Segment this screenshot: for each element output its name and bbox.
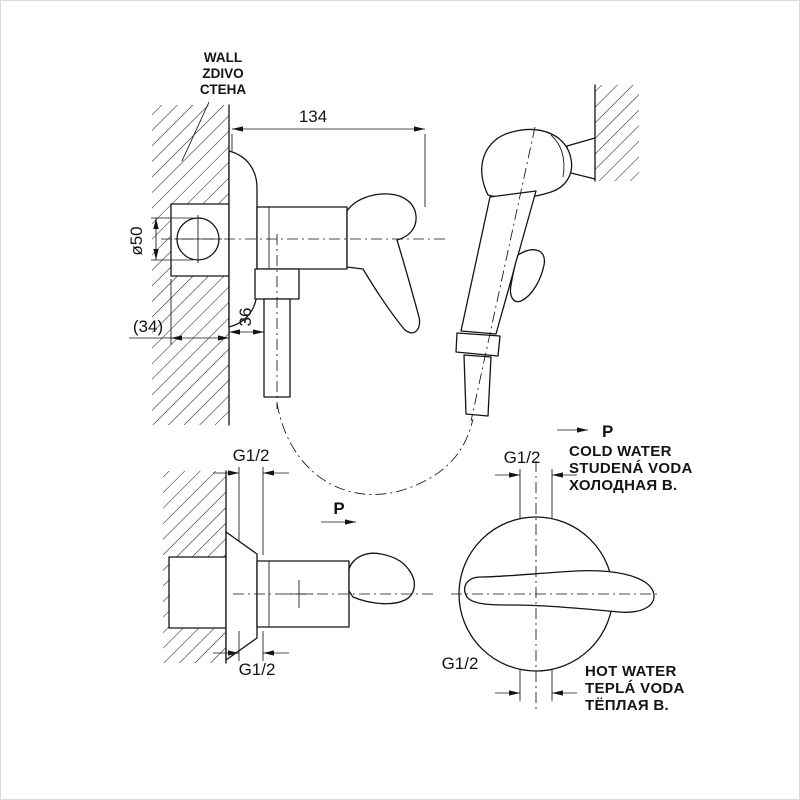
lever-handle-front: [464, 569, 655, 613]
wall-label-leader: [181, 101, 210, 162]
pressure-arrow-side: P: [321, 499, 356, 525]
flange-projection: [225, 531, 258, 661]
wall-label-ru: СТЕНА: [200, 82, 246, 97]
hot-water-en: HOT WATER: [585, 663, 677, 680]
view-hand-shower: [455, 84, 639, 422]
sprayer-head-seam: [550, 134, 565, 178]
dimension-thread-top: G1/2: [213, 446, 289, 555]
hot-water-label: HOT WATER TEPLÁ VODA ТЁПЛАЯ В.: [585, 663, 685, 714]
cold-water-en: COLD WATER: [569, 443, 672, 460]
thread-top-text: G1/2: [233, 446, 270, 465]
pressure-p-side: P: [333, 499, 344, 518]
hot-water-cz: TEPLÁ VODA: [585, 680, 685, 697]
dim-34-text: (34): [133, 317, 163, 336]
wall-label-cz: ZDIVO: [202, 66, 243, 81]
cold-water-label: P COLD WATER STUDENÁ VODA ХОЛОДНАЯ В.: [557, 422, 693, 494]
view-side-projection: G1/2 P G1/2: [163, 446, 433, 679]
thread-hot-text: G1/2: [442, 654, 479, 673]
hose-centerline: [276, 402, 474, 495]
view-front-projection: G1/2 G1/2: [442, 448, 661, 709]
wall-hatch-top-right: [595, 85, 639, 181]
dim-134-text: 134: [299, 107, 327, 126]
pressure-p-front: P: [602, 422, 613, 441]
dimension-thread-bottom: G1/2: [213, 631, 289, 679]
sprayer-axis-centerline: [470, 126, 536, 422]
dimension-36: 36: [229, 308, 264, 335]
dimension-134: 134: [231, 107, 426, 207]
sprayer-nipple: [463, 354, 492, 417]
mixer-body-side: [256, 206, 348, 270]
dim-36-text: 36: [236, 308, 255, 327]
cold-water-ru: ХОЛОДНАЯ В.: [569, 477, 678, 494]
concealed-box-side: [168, 556, 227, 629]
sprayer-trigger: [509, 249, 546, 303]
thread-bottom-text: G1/2: [239, 660, 276, 679]
cold-water-cz: STUDENÁ VODA: [569, 460, 693, 477]
view-installed-mixer: WALL ZDIVO СТЕНА 134 ø50: [127, 50, 449, 426]
dimension-thread-cold: G1/2: [495, 448, 577, 521]
lever-handle-projection: [348, 552, 416, 605]
wall-label-en: WALL: [204, 50, 242, 65]
hot-water-ru: ТЁПЛАЯ В.: [585, 697, 669, 714]
dimension-diameter-50: ø50: [127, 217, 193, 261]
lever-handle-side: [346, 193, 421, 334]
thread-cold-text: G1/2: [504, 448, 541, 467]
outlet-collar: [254, 268, 300, 300]
dimension-thread-hot: G1/2: [442, 654, 577, 701]
dimension-34: (34): [129, 279, 229, 345]
dim-50-text: ø50: [127, 226, 146, 255]
sprayer-collar: [455, 332, 501, 357]
